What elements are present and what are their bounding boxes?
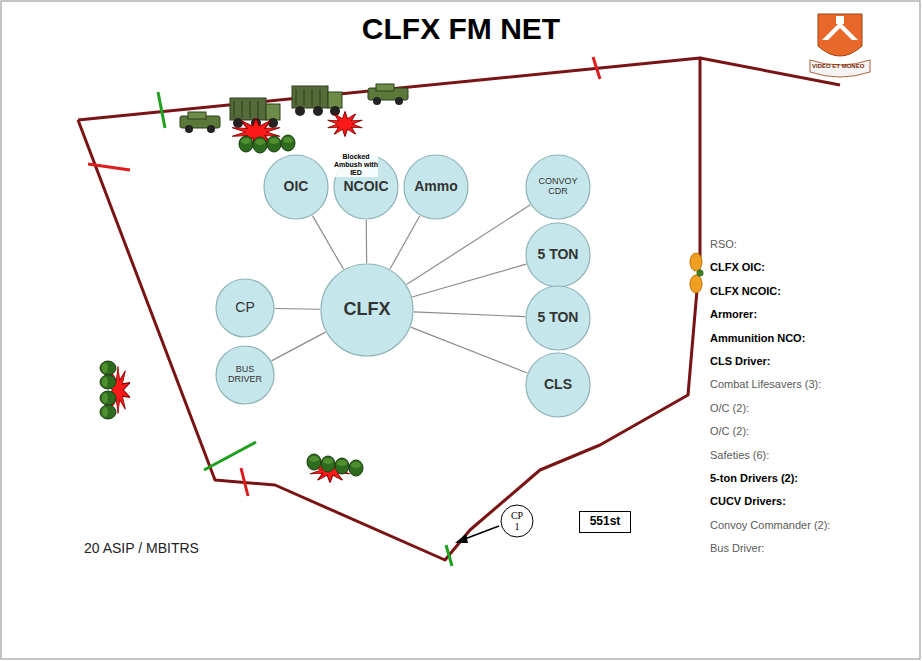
node-label: CONVOY CDR (536, 177, 580, 197)
roster-entry: CLS Driver: (710, 355, 771, 368)
roster-entry: Ammunition NCO: (710, 332, 805, 345)
net-link (414, 312, 525, 317)
checkpoint-circle: CP 1 (500, 504, 534, 538)
convoy-route (78, 58, 700, 560)
node-label: 551st (590, 515, 621, 528)
node-label: NCOIC (343, 179, 388, 194)
net-link (366, 220, 368, 263)
roster-entry: CLFX OIC: (710, 261, 765, 274)
checkpoint-pointer (455, 526, 499, 543)
node-label: BUS DRIVER (225, 365, 265, 385)
node-label: CP 1 (510, 510, 524, 532)
roster-entry: Safeties (6): (710, 449, 769, 462)
node-label: OIC (284, 179, 309, 194)
roster-entry: O/C (2): (710, 402, 749, 415)
roster-entry: Combat Lifesavers (3): (710, 378, 821, 391)
convoy-vehicles (180, 84, 408, 133)
crest-motto: VIDEO ET MONEO (812, 63, 864, 70)
gate-marker (690, 253, 704, 293)
net-link (271, 332, 325, 361)
net-link (275, 308, 320, 310)
net-link (312, 216, 343, 270)
node-label: 5 TON (538, 310, 579, 325)
station-circle: Ammo (403, 154, 469, 220)
net-link (411, 327, 528, 373)
roster-entry: CUCV Drivers: (710, 495, 786, 508)
net-link (412, 264, 526, 297)
radio-count: 20 ASIP / MBITRS (84, 540, 199, 556)
roster-entry: RSO: (710, 238, 737, 251)
node-label: CP (235, 300, 254, 315)
slide-title: CLFX FM NET (0, 12, 922, 46)
ambush-note: Blocked Ambush with IED (334, 153, 378, 177)
net-link (390, 216, 420, 269)
station-circle: BUS DRIVER (215, 345, 275, 405)
net-control-circle: CLFX (320, 263, 414, 357)
roster-entry: CLFX NCOIC: (710, 285, 781, 298)
node-label: 5 TON (538, 247, 579, 262)
roster-entry: Convoy Commander (2): (710, 519, 830, 532)
roster-entry: Bus Driver: (710, 542, 764, 555)
unit-crest (810, 14, 870, 77)
station-circle: CONVOY CDR (525, 154, 591, 220)
node-label: CLS (544, 377, 572, 392)
phase-line-ticks (88, 57, 600, 566)
station-circle: CLS (525, 352, 591, 418)
roster-entry: O/C (2): (710, 425, 749, 438)
station-circle: 5 TON (525, 285, 591, 351)
roster-entry: 5-ton Drivers (2): (710, 472, 798, 485)
roster-entry: Armorer: (710, 308, 757, 321)
station-circle: OIC (263, 154, 329, 220)
unit-box: 551st (579, 511, 631, 533)
node-label: Ammo (414, 179, 458, 194)
station-circle: CP (215, 278, 275, 338)
node-label: CLFX (344, 300, 391, 320)
station-circle: 5 TON (525, 222, 591, 288)
